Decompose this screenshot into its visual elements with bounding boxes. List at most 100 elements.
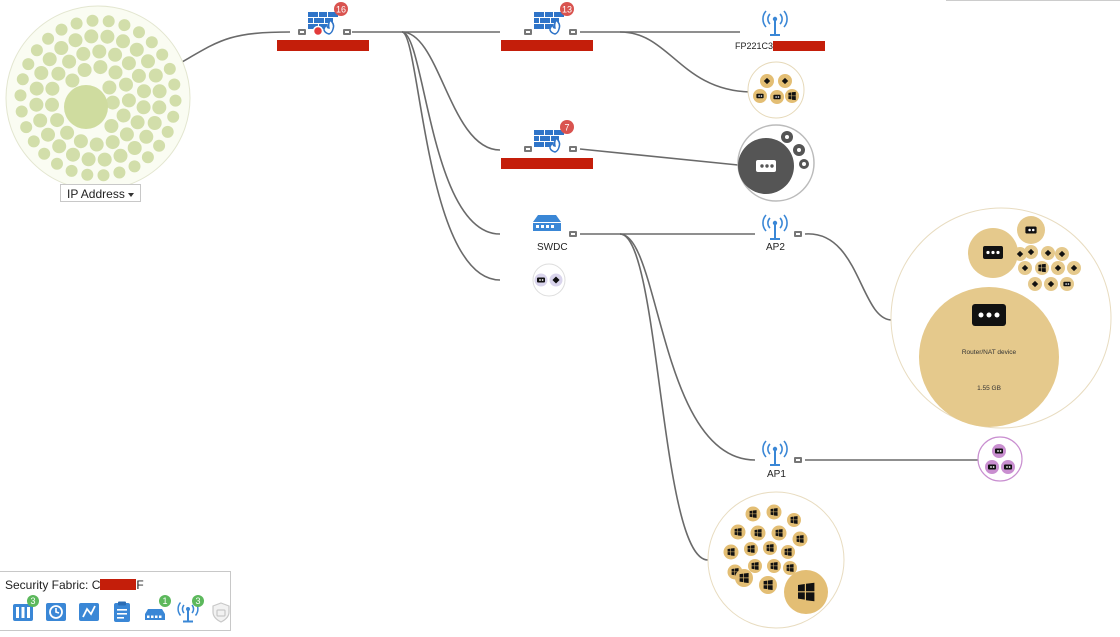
fabric-title-text: Security Fabric: C xyxy=(5,578,101,592)
alert-count-text: 7 xyxy=(564,123,569,133)
shield-disabled-icon[interactable] xyxy=(209,600,233,624)
router-size: 1.55 GB xyxy=(977,385,1001,392)
top-divider xyxy=(946,0,1120,1)
ip-address-dot xyxy=(14,89,27,102)
alert-icon xyxy=(312,25,324,37)
ip-address-dot xyxy=(70,17,83,30)
ip-address-dot xyxy=(29,81,44,96)
device-bubble xyxy=(750,525,766,541)
ip-address-dot xyxy=(27,135,40,148)
ip-address-dot xyxy=(41,127,55,142)
ip-address-dot xyxy=(167,110,180,123)
ip-address-dot xyxy=(66,147,80,162)
ip-address-dot xyxy=(102,15,115,28)
device-bubble xyxy=(785,89,799,103)
ip-address-dot xyxy=(133,26,145,39)
ip-address-dot xyxy=(141,151,154,164)
ip-address-dot xyxy=(161,125,174,138)
alert-count-badge xyxy=(334,2,348,16)
devices-count-badge: 3 xyxy=(27,595,39,607)
redacted-hostname xyxy=(773,41,825,51)
fortigate-firewall-icon xyxy=(533,11,565,35)
ap-label: AP2 xyxy=(766,242,785,253)
ip-address-dot xyxy=(34,66,49,80)
device-bubble xyxy=(1035,261,1049,275)
ip-address-dot xyxy=(22,58,35,71)
device-bubble xyxy=(748,559,762,573)
ip-address-dropdown[interactable]: IP Address xyxy=(60,184,141,202)
ip-address-dot xyxy=(42,52,57,67)
ip-address-dot xyxy=(73,134,88,149)
ip-address-dot xyxy=(84,29,99,44)
caret-down-icon xyxy=(127,192,134,197)
access-point-node-ap1[interactable]: AP1 xyxy=(761,440,802,480)
ip-address-dot xyxy=(45,97,59,112)
device-bubble xyxy=(787,513,801,527)
ip-address-dot xyxy=(168,78,181,91)
switch-node-swdc[interactable]: SWDC xyxy=(533,215,577,253)
access-point-node-top[interactable]: FP221C3 xyxy=(735,10,825,51)
clock-icon[interactable] xyxy=(44,600,68,624)
security-fabric-title: Security Fabric: C F xyxy=(5,578,144,592)
ip-address-dot xyxy=(116,34,130,49)
fabric-icon-bar: 3 1 3 xyxy=(11,595,233,624)
ip-address-dot xyxy=(131,68,146,83)
device-bubble xyxy=(745,506,761,522)
ip-address-dot xyxy=(145,36,158,49)
root-fortigate-node[interactable]: 16 xyxy=(277,2,369,51)
device-cluster-switch[interactable] xyxy=(532,263,566,297)
ip-address-dot xyxy=(65,164,78,177)
ip-address-dot xyxy=(127,141,142,155)
wifi-access-point-icon xyxy=(761,10,789,36)
access-point-node-ap2[interactable]: AP2 xyxy=(761,214,802,253)
port-icon xyxy=(569,29,577,35)
fortigate-node-top[interactable]: 13 xyxy=(501,2,593,51)
device-bubble xyxy=(781,545,795,559)
ip-address-dot xyxy=(97,152,112,167)
alert-count-badge xyxy=(560,2,574,16)
ip-address-dot xyxy=(152,100,167,115)
ip-address-dot xyxy=(33,113,48,128)
router-nat-bubble[interactable] xyxy=(919,287,1059,427)
ip-address-dot xyxy=(42,32,55,45)
ip-address-dot xyxy=(30,44,43,57)
port-icon xyxy=(569,146,577,152)
device-bubble xyxy=(783,561,797,575)
device-cluster-ap2[interactable]: Router/NAT device 1.55 GB xyxy=(890,207,1112,429)
ip-address-dot xyxy=(86,14,99,27)
ip-address-bubble[interactable] xyxy=(5,5,191,191)
dev-icon xyxy=(1063,281,1071,287)
ip-address-dot xyxy=(89,137,104,152)
alert-count-badge xyxy=(560,120,574,134)
ip-address-dot xyxy=(113,166,126,179)
ip-address-dot xyxy=(102,80,117,95)
fortigate-node-mid[interactable]: 7 xyxy=(501,120,593,169)
clipboard-icon[interactable] xyxy=(110,600,134,624)
ip-address-dot xyxy=(128,160,141,173)
device-cluster-gray[interactable] xyxy=(737,124,815,202)
fabric-title-suffix: F xyxy=(136,578,144,592)
ip-address-dot xyxy=(51,66,66,81)
port-icon xyxy=(794,457,802,463)
devices-icon[interactable]: 3 xyxy=(11,595,39,624)
dev-icon xyxy=(1025,226,1037,234)
ip-address-dot xyxy=(68,33,83,48)
switch-icon[interactable]: 1 xyxy=(143,595,171,624)
ip-address-dot xyxy=(156,48,169,61)
topology-icon[interactable] xyxy=(77,600,101,624)
device-cluster-windows[interactable] xyxy=(707,491,845,629)
ip-address-dot xyxy=(60,125,75,140)
fortiswitch-icon xyxy=(533,215,561,231)
ip-address-dot xyxy=(113,148,128,163)
device-cluster-ap1[interactable] xyxy=(977,436,1023,482)
ip-address-dot xyxy=(136,100,151,115)
ip-address-dot xyxy=(119,77,133,92)
device-cluster-top[interactable] xyxy=(747,61,805,119)
device-bubble xyxy=(735,569,753,587)
ip-address-dot xyxy=(139,129,154,144)
ip-address-dot xyxy=(97,169,110,182)
ip-address-dot xyxy=(50,113,65,128)
access-point-icon[interactable]: 3 xyxy=(176,595,204,624)
alert-count-text: 16 xyxy=(336,5,346,15)
